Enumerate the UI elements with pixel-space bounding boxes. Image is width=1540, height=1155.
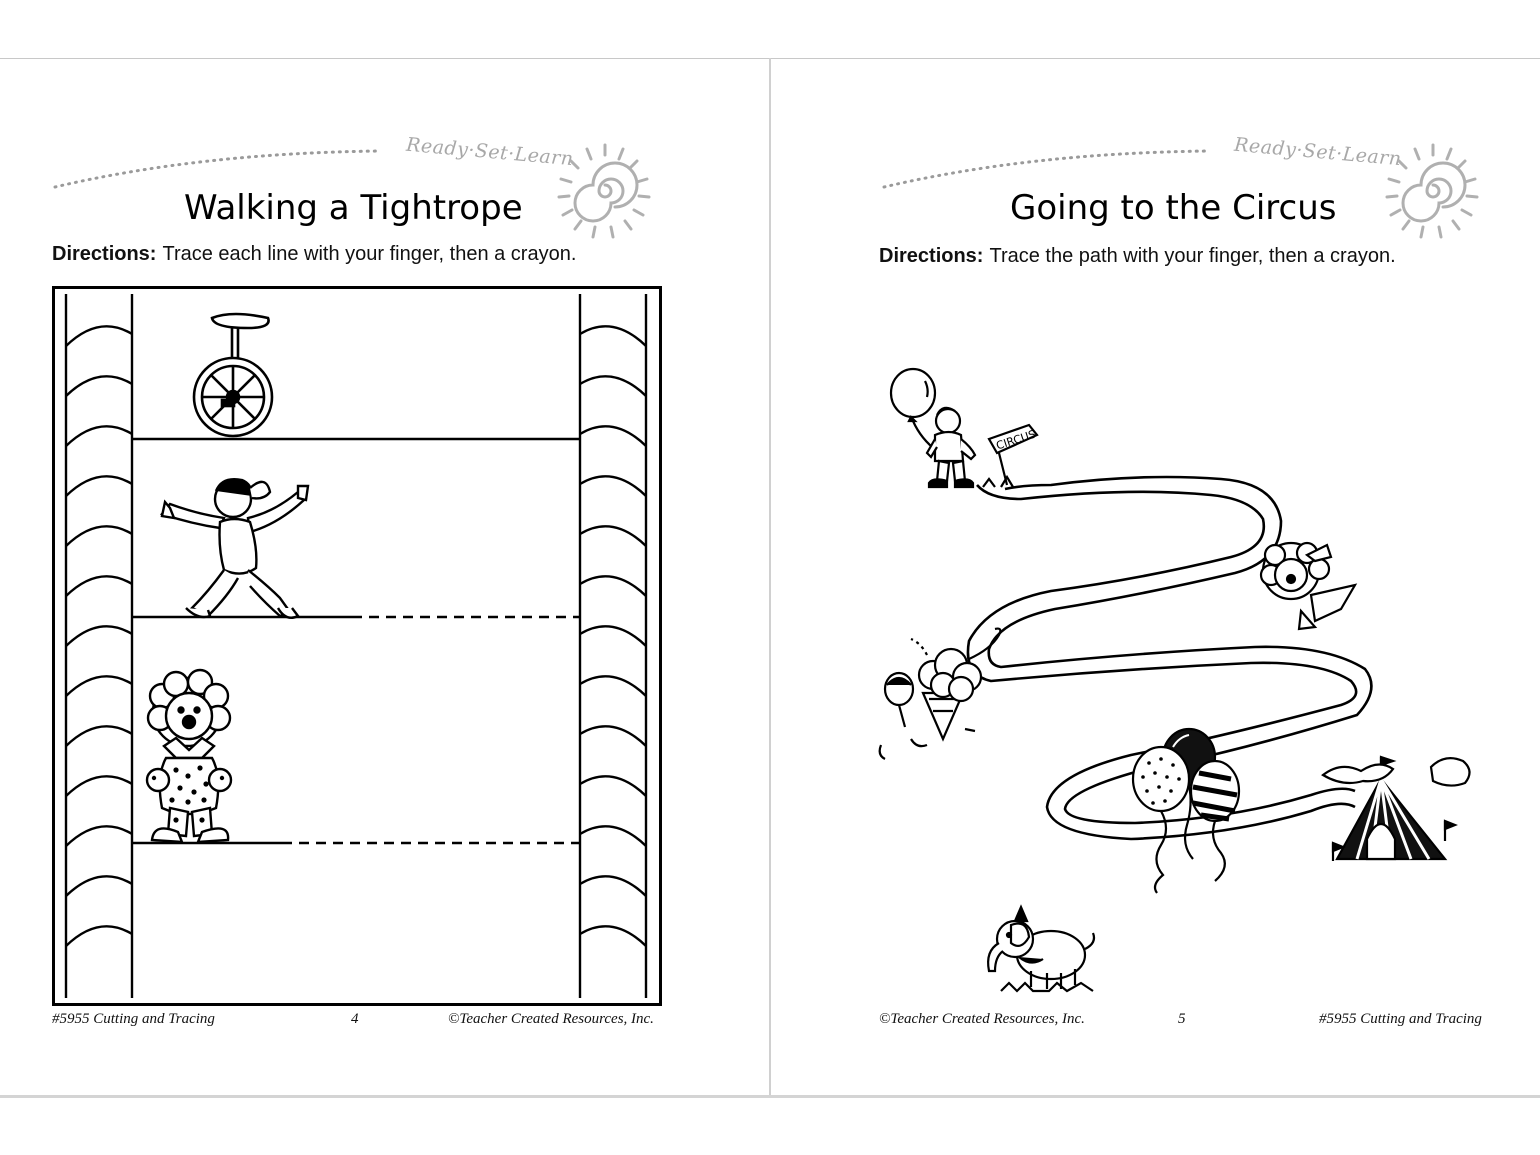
- spread-bottom-edge: [0, 1095, 1540, 1098]
- directions-label: Directions:: [879, 245, 984, 267]
- footer-publisher: ©Teacher Created Resources, Inc.: [879, 1011, 1085, 1027]
- sun-logo-icon: [1385, 143, 1479, 239]
- footer-publisher: ©Teacher Created Resources, Inc.: [448, 1011, 654, 1027]
- directions-text: Trace each line with your finger, then a…: [162, 243, 577, 265]
- directions-label: Directions:: [52, 243, 157, 265]
- left-curtain: [64, 294, 134, 998]
- right-curtain: [578, 294, 648, 998]
- brand-logo-text: Ready·Set·Learn: [405, 133, 575, 171]
- clown-face-icon: [1259, 541, 1358, 631]
- boy-with-balloon-icon: [889, 367, 977, 489]
- brand-logo-text: Ready·Set·Learn: [1233, 133, 1403, 171]
- circus-path-worksheet: CIRCUS: [878, 367, 1471, 993]
- dotted-arc-decoration: [53, 149, 382, 189]
- page-right: Ready·Set·Learn Going to the Circus Dire…: [771, 59, 1540, 1095]
- circus-sign-icon: CIRCUS: [982, 423, 1039, 488]
- circus-tent-icon: [1321, 755, 1471, 861]
- worksheet-border: [52, 286, 662, 1006]
- tightrope-worksheet: [52, 286, 662, 1006]
- page-title: Walking a Tightrope: [184, 188, 523, 228]
- directions-text: Trace the path with your finger, then a …: [989, 245, 1396, 267]
- footer-book-title: #5955 Cutting and Tracing: [52, 1011, 215, 1027]
- directions: Directions:Trace each line with your fin…: [52, 243, 576, 266]
- footer-page-number: 5: [1178, 1011, 1186, 1027]
- elephant-icon: [987, 904, 1096, 993]
- unicycle-icon: [192, 312, 274, 438]
- dotted-arc-decoration: [882, 149, 1211, 189]
- tightrope-walker-girl-icon: [159, 477, 310, 619]
- footer-book-title: #5955 Cutting and Tracing: [1319, 1011, 1482, 1027]
- clown-icon: [145, 668, 233, 844]
- footer-page-number: 4: [351, 1011, 359, 1027]
- balloons-icon: [1131, 727, 1241, 894]
- treats-icon: [878, 627, 1002, 760]
- directions: Directions:Trace the path with your fing…: [879, 245, 1396, 268]
- page-left: Ready·Set·Learn Walking a Tightrope Dire…: [0, 59, 769, 1095]
- book-gutter: [769, 58, 771, 1096]
- page-title: Going to the Circus: [1010, 188, 1337, 228]
- sun-logo-icon: [557, 143, 651, 239]
- trace-path: [966, 475, 1373, 841]
